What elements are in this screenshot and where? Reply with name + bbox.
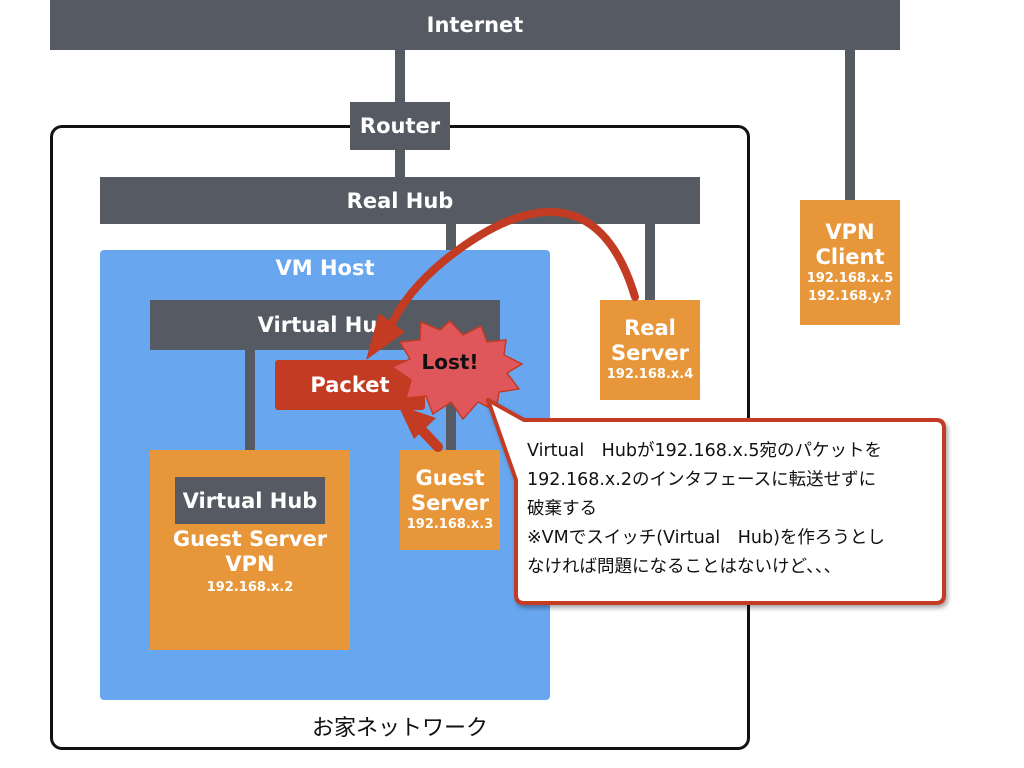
vpn-client-ip2: 192.168.y.?: [808, 288, 892, 304]
real-server-ip: 192.168.x.4: [606, 367, 694, 383]
vpn-client-title-line2: Client: [815, 244, 885, 269]
packet-label: Packet: [310, 373, 390, 397]
vpn-client-ip1: 192.168.x.5: [806, 271, 894, 287]
internet-router-link: [395, 50, 405, 102]
home-network-label: お家ネットワーク: [311, 716, 488, 741]
guest-server-vpn-ip: 192.168.x.2: [206, 580, 294, 596]
guest-server-vpn-title-line2: VPN: [225, 552, 275, 577]
vpn-client-box: VPN Client 192.168.x.5 192.168.y.?: [800, 200, 900, 325]
router-label: Router: [359, 114, 441, 138]
callout-line-4: ※VMでスイッチ(Virtual Hub)を作ろうとし: [527, 528, 885, 548]
forward-arrow-head: [366, 313, 405, 360]
callout-line-1: Virtual Hubが192.168.x.5宛のパケットを: [527, 441, 883, 461]
real-server-title-line1: Real: [624, 316, 676, 341]
lost-label: Lost!: [421, 350, 479, 374]
realhub-real-server-link: [645, 224, 655, 302]
callout-shape: [486, 398, 946, 605]
internet-label: Internet: [426, 13, 524, 37]
callout-line-2: 192.168.x.2のインタフェースに転送せずに: [527, 470, 877, 490]
real-hub-bar: Real Hub: [100, 177, 700, 224]
internet-vpn-client-link: [845, 50, 855, 202]
guest-server-ip: 192.168.x.3: [406, 517, 494, 533]
guest-server-vpn-virtual-hub-label: Virtual Hub: [182, 488, 318, 513]
guest-server-vpn-virtual-hub: Virtual Hub: [175, 477, 325, 524]
callout-text: Virtual Hubが192.168.x.5宛のパケットを 192.168.x…: [527, 437, 937, 582]
virtualhub-guestvpn-link: [245, 350, 255, 477]
callout-line-3: 破棄する: [527, 499, 597, 519]
router-realhub-link: [395, 150, 405, 177]
callout-line-5: なければ問題になることはないけど、、、: [527, 557, 842, 577]
router-box: Router: [350, 102, 450, 150]
virtual-hub-label: Virtual Hub: [257, 313, 393, 337]
real-server-title-line2: Server: [610, 341, 689, 366]
guest-server-box: Guest Server 192.168.x.3: [400, 450, 500, 550]
vpn-client-title-line1: VPN: [825, 219, 875, 244]
guest-server-title-line2: Server: [410, 491, 489, 516]
real-hub-label: Real Hub: [346, 188, 454, 213]
vm-host-label: VM Host: [275, 256, 375, 280]
guest-server-vpn-title-line1: Guest Server: [172, 527, 328, 551]
internet-bar: Internet: [50, 0, 900, 50]
real-server-box: Real Server 192.168.x.4: [600, 300, 700, 400]
forward-arrow-curve: [386, 208, 639, 332]
lost-burst: [390, 319, 524, 421]
guest-server-title-line1: Guest: [415, 466, 485, 491]
guest-arrow-head: [398, 405, 436, 439]
